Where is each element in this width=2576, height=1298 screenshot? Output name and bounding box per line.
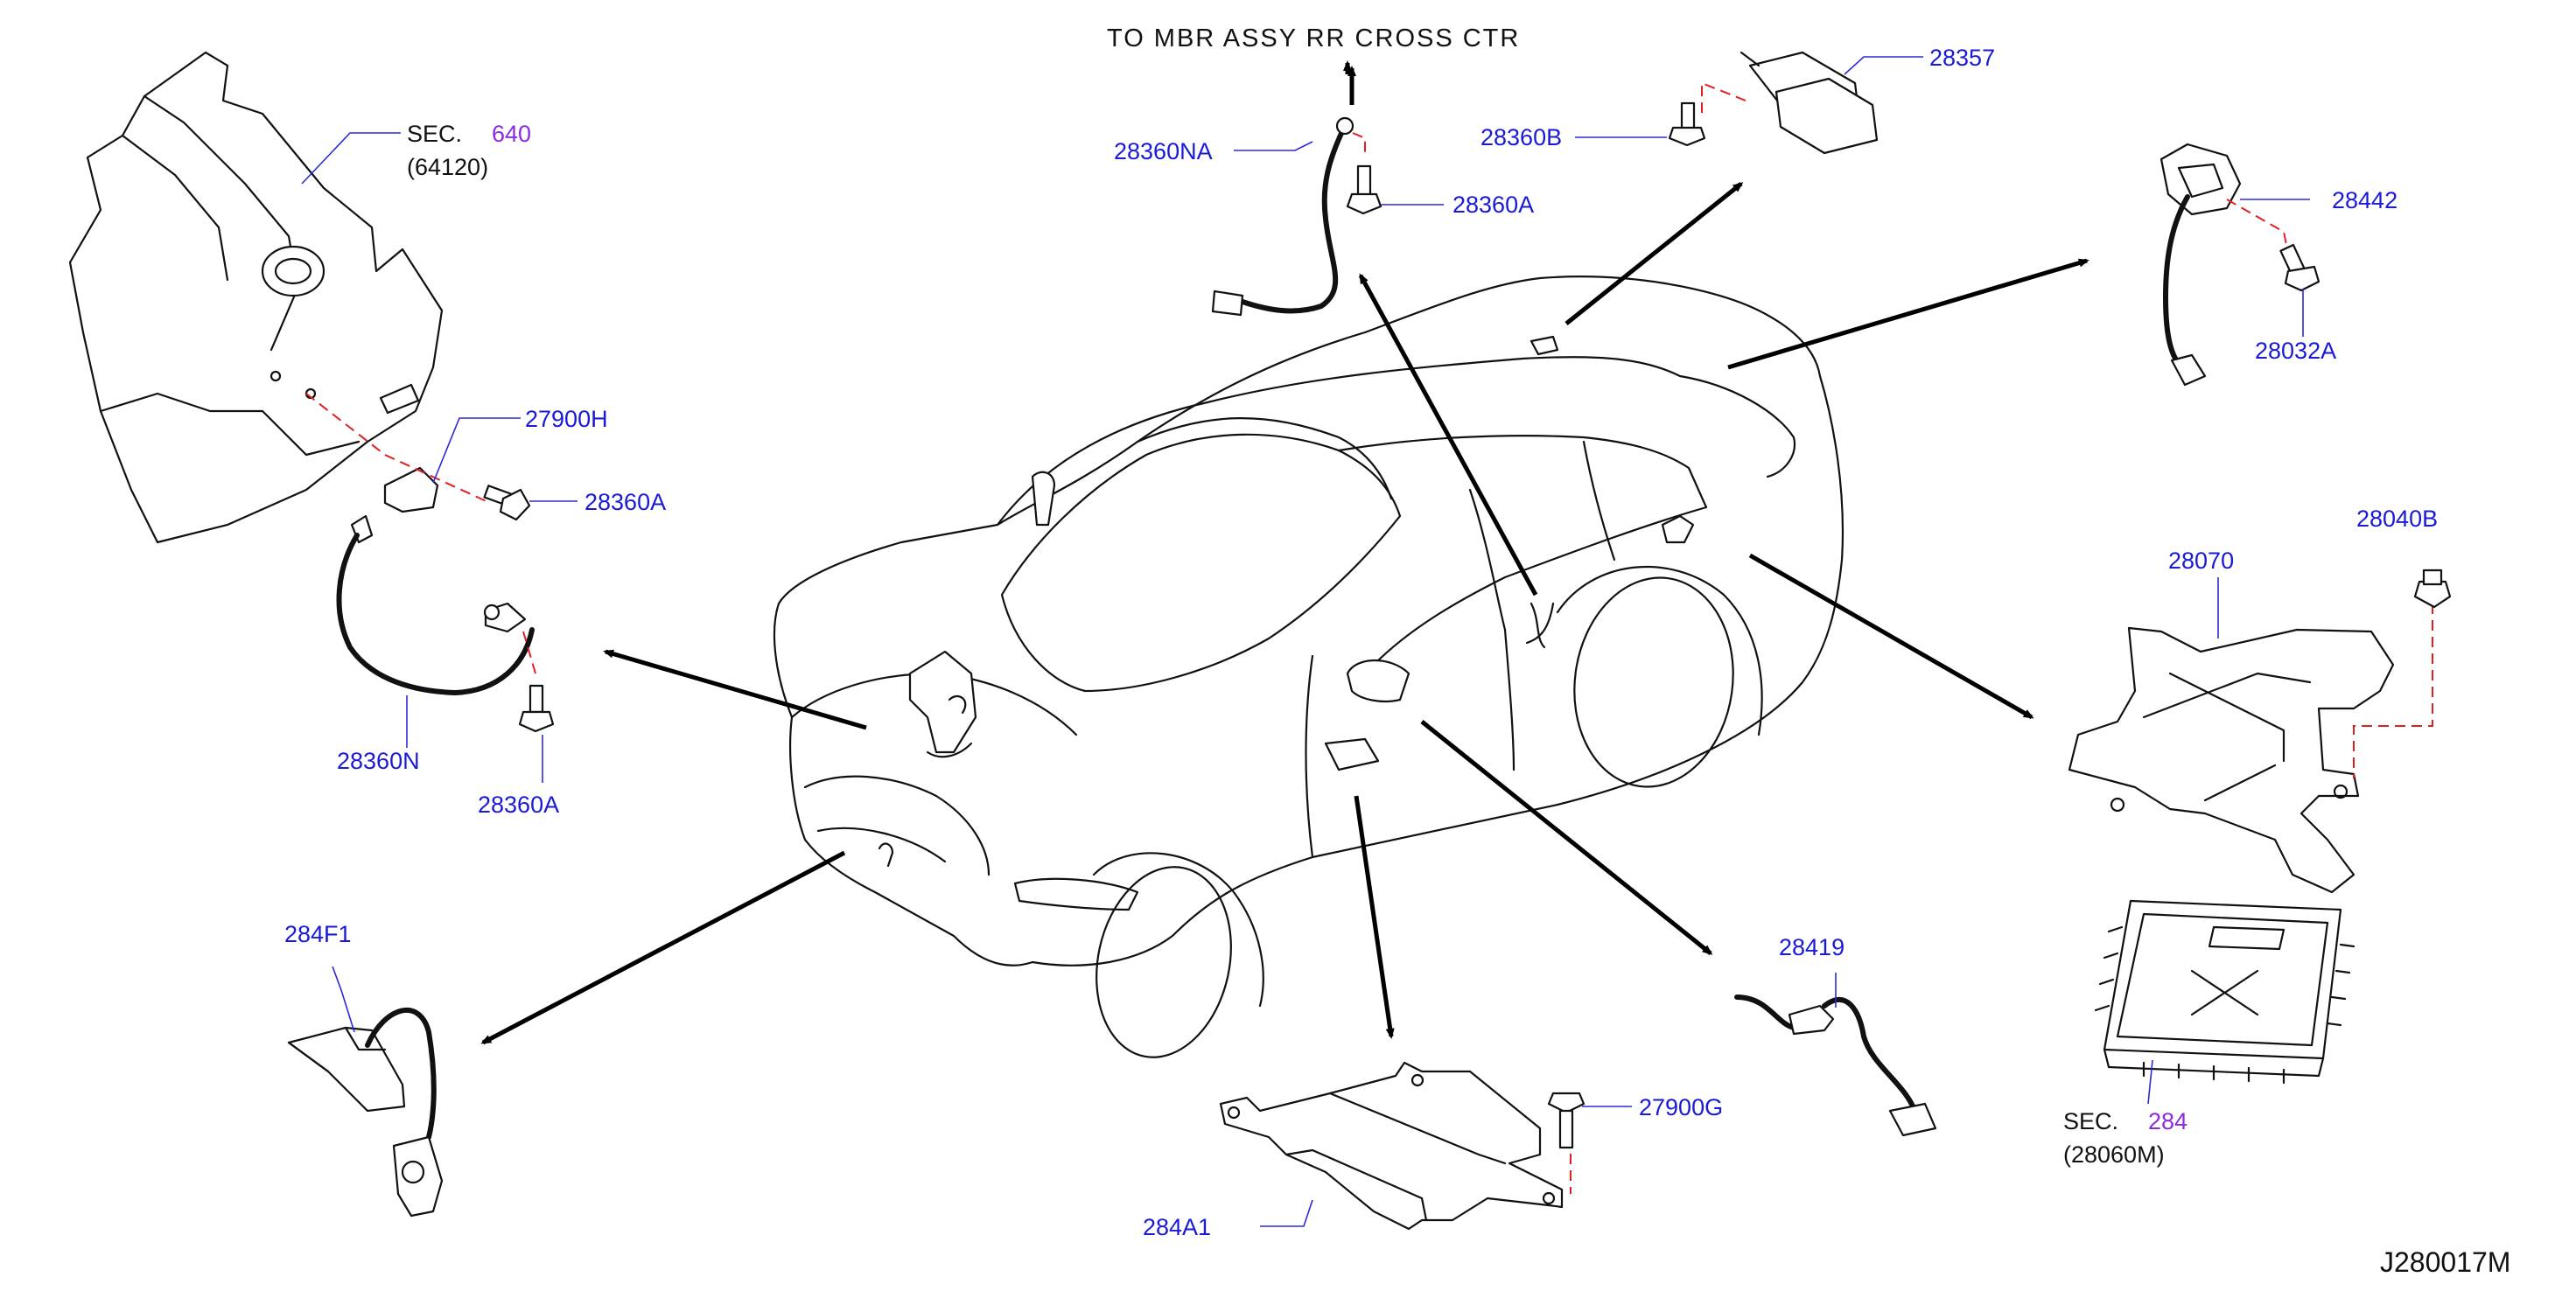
panel-sec-640: [68, 51, 444, 544]
note-to-member-assy: TO MBR ASSY RR CROSS CTR: [1107, 24, 1520, 52]
control-unit-sec-284: [2094, 899, 2356, 1085]
bracket-27900h: [305, 393, 531, 521]
harness-28360n: [336, 514, 555, 733]
sensor-284f1: [287, 1007, 444, 1218]
sec-284-number: 284: [2148, 1108, 2188, 1134]
bolt-28360a-left: [483, 485, 531, 521]
part-28419: 28419: [1779, 934, 1844, 960]
nut-28040b: [2413, 569, 2452, 609]
part-28360na: 28360NA: [1114, 138, 1213, 164]
part-28040b: 28040B: [2356, 506, 2438, 532]
part-284a1: 284A1: [1143, 1214, 1211, 1240]
sec-640-number: 640: [492, 121, 531, 147]
bolt-28360b: [1668, 101, 1706, 147]
part-28360a-lower: 28360A: [478, 792, 559, 818]
part-28360a-left: 28360A: [584, 489, 666, 515]
sec-284-prefix: SEC.: [2063, 1108, 2118, 1134]
part-28032a: 28032A: [2255, 338, 2336, 364]
sensor-28442: [2160, 143, 2320, 387]
sec-640-prefix: SEC.: [407, 121, 462, 147]
diagram-code: J280017M: [2380, 1246, 2510, 1278]
ground-harness-28360na: [1211, 116, 1382, 317]
bolt-28032a: [2279, 243, 2320, 292]
part-28442: 28442: [2332, 187, 2398, 213]
part-28070: 28070: [2168, 548, 2234, 574]
part-28360n: 28360N: [337, 748, 420, 774]
bolt-27900g: [1547, 1092, 1586, 1149]
bracket-28070: [2068, 569, 2452, 894]
part-284f1: 284F1: [284, 921, 352, 947]
part-28357: 28357: [1929, 45, 1995, 71]
sec-640-sub: (64120): [407, 154, 488, 180]
part-27900h: 27900H: [525, 406, 608, 432]
harness-28419: [1734, 994, 1937, 1137]
callout-arrows: [480, 60, 2090, 1045]
vehicle-outline: [773, 276, 1844, 1058]
part-27900g: 27900G: [1639, 1094, 1723, 1120]
sec-284-sub: (28060M): [2063, 1141, 2165, 1168]
part-28360a-top: 28360A: [1452, 192, 1534, 218]
part-28360b: 28360B: [1480, 124, 1562, 150]
module-284a1: [1219, 1061, 1586, 1231]
bolt-28360a-top: [1346, 164, 1382, 215]
sensor-28357: [1668, 51, 1879, 155]
bolt-28360a-lower: [518, 684, 555, 733]
